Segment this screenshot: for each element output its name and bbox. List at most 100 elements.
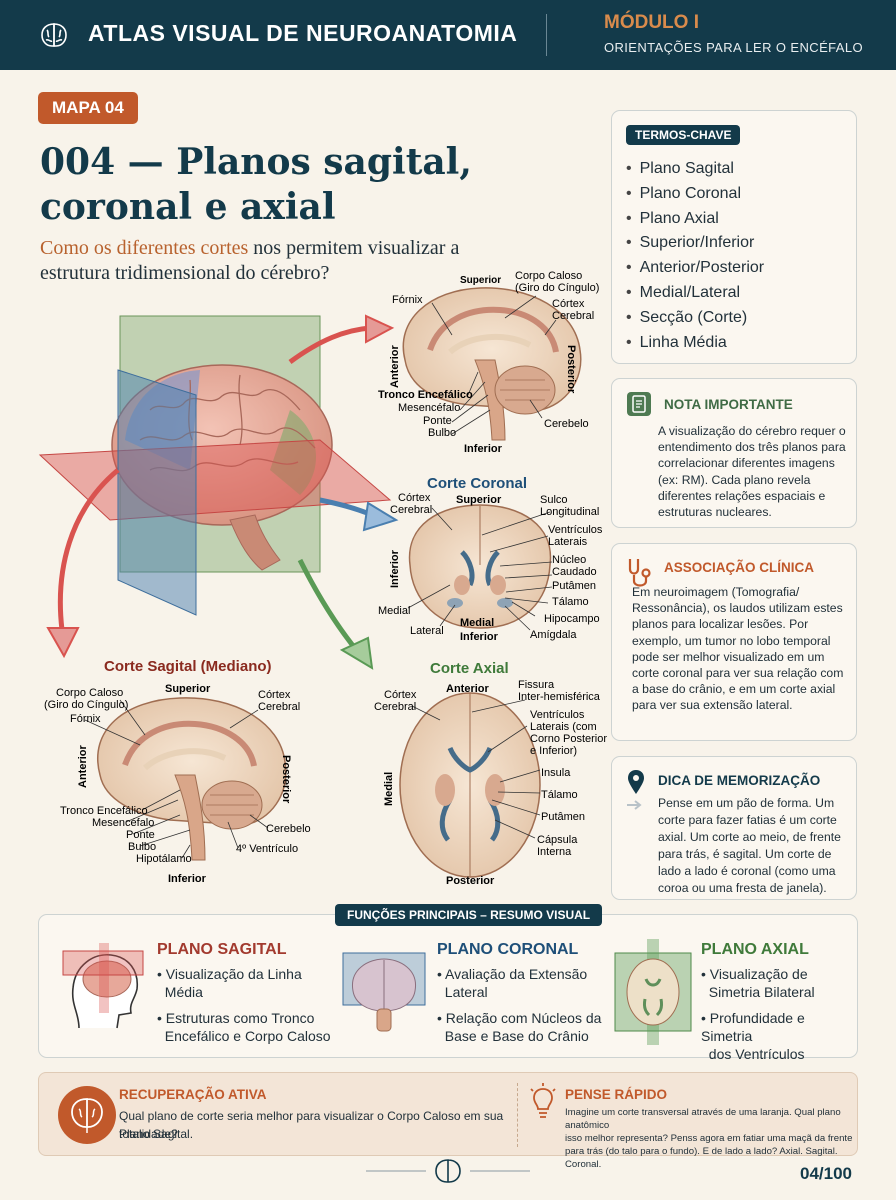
sagittal-title: Corte Sagital (Mediano): [104, 658, 272, 675]
recall-answer: Plano Sagital.: [119, 1127, 194, 1141]
func-sagital-b2b: Encefálico e Corpo Caloso: [164, 1028, 331, 1044]
map-badge: MAPA 04: [38, 92, 138, 124]
important-note-card: NOTA IMPORTANTE A visualização do cérebr…: [611, 378, 857, 528]
stethoscope-icon: [628, 559, 651, 587]
bsag-cortex1: Córtex: [258, 689, 291, 701]
tsag-posterior: Posterior: [565, 345, 577, 394]
memory-tip-card: DICA DE MEMORIZAÇÃO Pense em um pão de f…: [611, 756, 857, 900]
cor-sulco2: Longitudinal: [540, 506, 599, 518]
bsag-tronco: Tronco Encefálico: [60, 805, 148, 817]
func-axial-b2a: Profundidade e Simetria: [701, 1010, 805, 1044]
cor-vent2: Laterais: [548, 536, 588, 548]
important-note-title: NOTA IMPORTANTE: [664, 397, 793, 412]
location-pin-icon: [628, 770, 644, 794]
func-coronal-b2a: Relação com Núcleos da: [445, 1010, 602, 1026]
brain-circle-icon: [58, 1086, 116, 1144]
tsag-inferior: Inferior: [464, 443, 503, 455]
cor-nucleo1: Núcleo: [552, 554, 586, 566]
tsag-ponte: Ponte: [423, 415, 452, 427]
subtitle-highlight: Como os diferentes cortes: [40, 237, 249, 259]
tsag-corpo-caloso: Corpo Caloso: [515, 270, 582, 282]
cor-medial-inf: Medial: [460, 617, 494, 629]
cor-nucleo2: Caudado: [552, 566, 597, 578]
page-subtitle: Como os diferentes cortes nos permitem v…: [40, 236, 520, 286]
func-axial-b1b: Simetria Bilateral: [708, 984, 815, 1000]
quick-think-text: Imagine um corte transversal através de …: [565, 1106, 855, 1171]
bsag-ponte: Ponte: [126, 829, 155, 841]
ax-vent1: Ventrículos: [530, 709, 585, 721]
func-sagital-b2a: Estruturas como Tronco: [165, 1010, 315, 1026]
bsag-anterior: Anterior: [77, 745, 89, 789]
ax-vent3: Corno Posterior: [530, 733, 607, 745]
bsag-ventriculo: 4º Ventrículo: [236, 843, 298, 855]
ax-posterior: Posterior: [446, 875, 495, 887]
func-axial-bullet-2: • Profundidade e Simetria dos Ventrículo…: [701, 1010, 805, 1062]
func-coronal-b2b: Base e Base do Crânio: [444, 1028, 589, 1044]
cor-cortex1: Córtex: [398, 492, 431, 504]
cor-talamo: Tálamo: [552, 596, 589, 608]
func-axial-b1a: Visualização de: [709, 966, 808, 982]
bsag-mesencefalo: Mesencéfalo: [92, 817, 154, 829]
quick-think-line-2: isso melhor representa? Penss agora em f…: [565, 1133, 853, 1144]
recall-question: Qual plano de corte seria melhor para vi…: [119, 1109, 504, 1141]
header-bar: ATLAS VISUAL DE NEUROANATOMIA MÓDULO I O…: [0, 0, 896, 70]
ax-anterior: Anterior: [446, 683, 490, 695]
atlas-title: ATLAS VISUAL DE NEUROANATOMIA: [88, 20, 518, 46]
head-sagittal-icon: [62, 943, 144, 1029]
term-item: Superior/Inferior: [626, 231, 856, 256]
func-axial-b2b: dos Ventrículos: [708, 1046, 805, 1062]
functions-title: FUNÇÕES PRINCIPAIS – RESUMO VISUAL: [335, 904, 603, 926]
axial-slice: [399, 692, 541, 878]
tsag-giro: (Giro do Cíngulo): [515, 282, 599, 294]
term-item: Linha Média: [626, 331, 856, 356]
tsag-bulbo: Bulbo: [428, 427, 456, 439]
ax-vent4: e Inferior): [530, 745, 577, 757]
func-sagital-b1b: Média: [164, 984, 203, 1000]
axial-plane: [38, 439, 392, 521]
cor-sulco1: Sulco: [540, 494, 568, 506]
ax-cortex1: Córtex: [384, 689, 417, 701]
lightbulb-icon: [530, 1083, 556, 1118]
tsag-cerebelo: Cerebelo: [544, 418, 589, 430]
arrow-to-axial: [297, 558, 360, 654]
func-sagital-bullet-1: • Visualização da Linha Média: [157, 966, 302, 1000]
cor-medial: Medial: [378, 605, 410, 617]
term-item: Plano Sagital: [626, 157, 856, 182]
ax-insula: Insula: [541, 767, 571, 779]
header-separator: [546, 14, 547, 56]
brain-coronal-icon: [342, 952, 426, 1032]
bsag-inferior: Inferior: [168, 873, 207, 885]
func-coronal-b1b: Lateral: [444, 984, 488, 1000]
bsag-hipotalamo: Hipotálamo: [136, 853, 192, 865]
func-sagital-title: PLANO SAGITAL: [157, 941, 287, 958]
ax-fissura1: Fissura: [518, 679, 555, 691]
ax-capsula2: Interna: [537, 846, 572, 858]
ax-medial: Medial: [383, 772, 395, 806]
quick-think-line-1: Imagine um corte transversal através de …: [565, 1107, 841, 1131]
cor-putamen: Putâmen: [552, 580, 596, 592]
tsag-tronco: Tronco Encefálico: [378, 389, 473, 401]
cor-inferior-side: Inferior: [389, 549, 401, 588]
term-item: Medial/Lateral: [626, 281, 856, 306]
bsag-posterior: Posterior: [280, 755, 292, 804]
recall-title: RECUPERAÇÃO ATIVA: [119, 1087, 267, 1102]
tsag-anterior: Anterior: [389, 345, 401, 389]
tsag-superior: Superior: [460, 275, 501, 286]
module-subtitle: ORIENTAÇÕES PARA LER O ENCÉFALO: [604, 40, 863, 55]
cor-hipocampo: Hipocampo: [544, 613, 600, 625]
cor-vent1: Ventrículos: [548, 524, 603, 536]
clinical-text: Em neuroimagem (Tomografia/ Ressonância)…: [632, 585, 844, 713]
func-sagital-b1a: Visualização da Linha: [165, 966, 302, 982]
tsag-fornix: Fórnix: [392, 294, 423, 306]
cor-superior: Superior: [456, 494, 502, 506]
recall-bar: RECUPERAÇÃO ATIVA Qual plano de corte se…: [38, 1072, 858, 1170]
arrow-right-icon: [627, 800, 642, 810]
cor-cortex2: Cerebral: [390, 504, 432, 516]
clinical-card: ASSOCIAÇÃO CLÍNICA Em neuroimagem (Tomog…: [611, 543, 857, 741]
functions-summary: FUNÇÕES PRINCIPAIS – RESUMO VISUAL PLANO…: [38, 904, 858, 1062]
tsag-cortex2: Cerebral: [552, 310, 594, 322]
func-coronal-bullet-1: • Avaliação da Extensão Lateral: [437, 966, 588, 1000]
bsag-cerebelo: Cerebelo: [266, 823, 311, 835]
ax-cortex2: Cerebral: [374, 701, 416, 713]
bsag-cortex2: Cerebral: [258, 701, 300, 713]
